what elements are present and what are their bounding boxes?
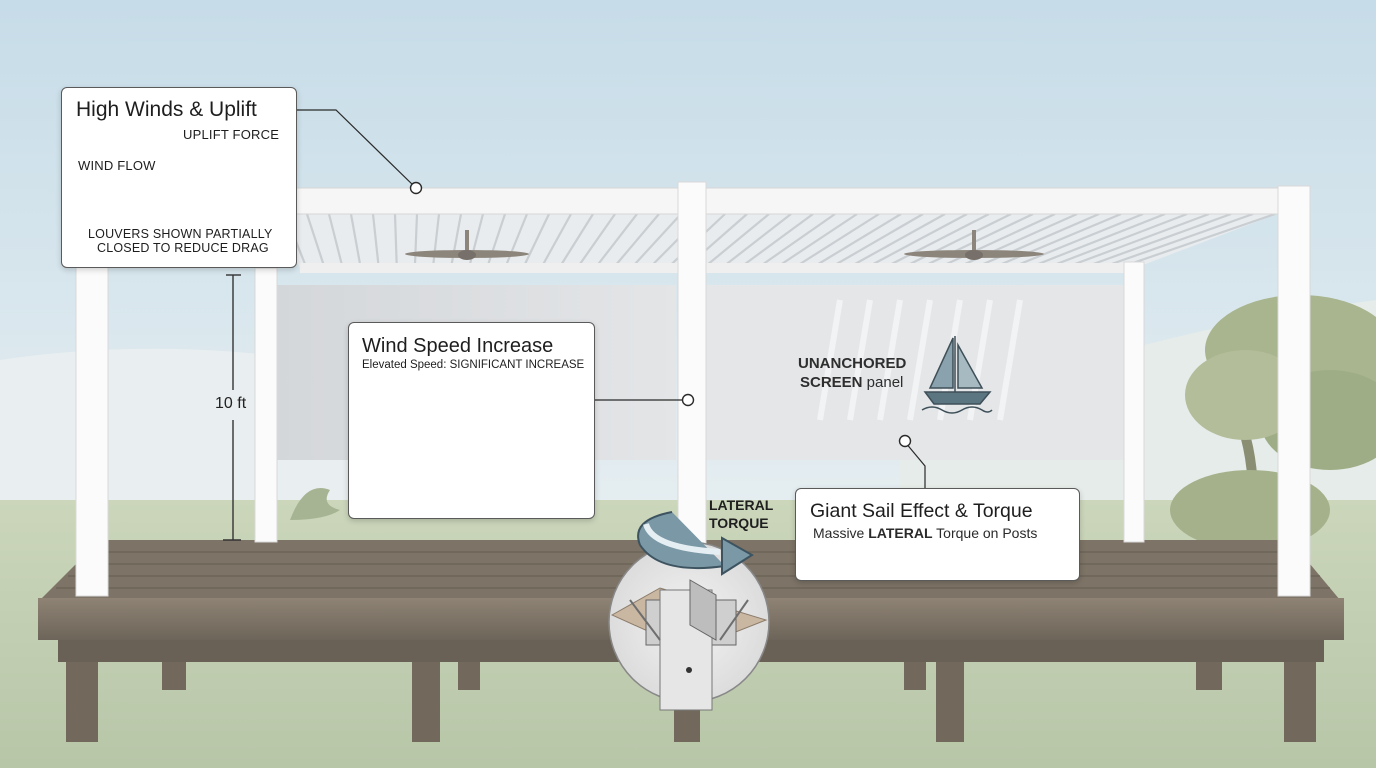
uplift-caption-line1: LOUVERS SHOWN PARTIALLY [88,227,273,241]
louver-slat [579,213,616,265]
screen-label-bold: SCREEN [800,374,863,391]
height-dimension-line [223,274,241,541]
uplift-card: High Winds & Uplift [61,87,297,268]
louver-slat [1037,212,1166,266]
screen-label-line1: UNANCHORED [798,355,907,372]
louver-slat [799,213,880,265]
ceiling-fan-left [405,230,529,260]
louver-slat [1092,212,1232,266]
louver-slat [597,213,638,265]
sail-subtitle-suffix: Torque on Posts [932,525,1038,541]
uplift-caption-line2: CLOSED TO REDUCE DRAG [97,241,269,255]
sail-card-title: Giant Sail Effect & Torque [810,500,1033,522]
uplift-force-label: UPLIFT FORCE [183,127,280,142]
torque-label-line1: LATERAL [709,497,774,513]
ceiling-fan-right [904,230,1044,260]
screen-label-rest: panel [862,374,904,391]
louver-slat [1019,212,1144,266]
louver-slat [836,213,924,265]
sail-subtitle-emphasis: LATERAL [868,525,933,541]
louver-slat [1129,212,1276,266]
louver-slat [560,213,594,265]
sail-effect-card: Giant Sail Effect & Torque Massive LATER… [795,488,1080,581]
louver-slat [725,213,792,265]
screen-panel-right [704,285,1124,460]
louver-slat [872,213,968,265]
uplift-card-title: High Winds & Uplift [76,98,257,121]
torque-rotation-arrow [637,511,754,576]
louver-slat [615,213,660,265]
louver-slat [744,213,814,265]
louver-slat [634,213,682,265]
louver-slat [305,213,325,265]
louver-slat [1056,212,1188,266]
torque-label-line2: TORQUE [709,515,769,531]
sail-card-subtitle: Massive LATERAL Torque on Posts [813,525,1037,541]
speed-card-title: Wind Speed Increase [362,335,554,357]
pergola-posts [75,181,1311,643]
sail-subtitle-prefix: Massive [813,525,869,541]
wind-flow-label: WIND FLOW [78,158,156,173]
louver-slat [854,213,946,265]
louver-slat [371,213,380,265]
louver-slat [327,213,343,265]
screen-label-line2: SCREEN panel [800,374,903,391]
louver-slat [707,213,770,265]
height-label: 10 ft [215,395,247,412]
louver-slat [817,213,902,265]
louver-slat [542,213,572,265]
speed-subtitle-emphasis: SIGNIFICANT INCREASE [449,359,585,371]
louver-slat [524,213,550,265]
leader-dots [409,181,912,448]
shrub-left [290,488,340,520]
louver-slat [1074,212,1210,266]
louvered-roof [267,187,1287,273]
wind-speed-card: Wind Speed Increase Elevated Speed: SIGN… [348,322,595,519]
speed-card-subtitle: Elevated Speed: SIGNIFICANT INCREASE [362,359,584,371]
sailboat-icon [921,336,993,414]
louver-slat [762,213,836,265]
louver-slat [891,213,990,265]
louver-slat [1111,212,1254,266]
louver-slat [349,213,362,265]
post-bracket-lens [608,541,770,711]
louver-slat [393,213,398,265]
leader-lines [296,109,926,490]
speed-subtitle-prefix: Elevated Speed: [362,359,450,371]
louver-slat [781,213,858,265]
